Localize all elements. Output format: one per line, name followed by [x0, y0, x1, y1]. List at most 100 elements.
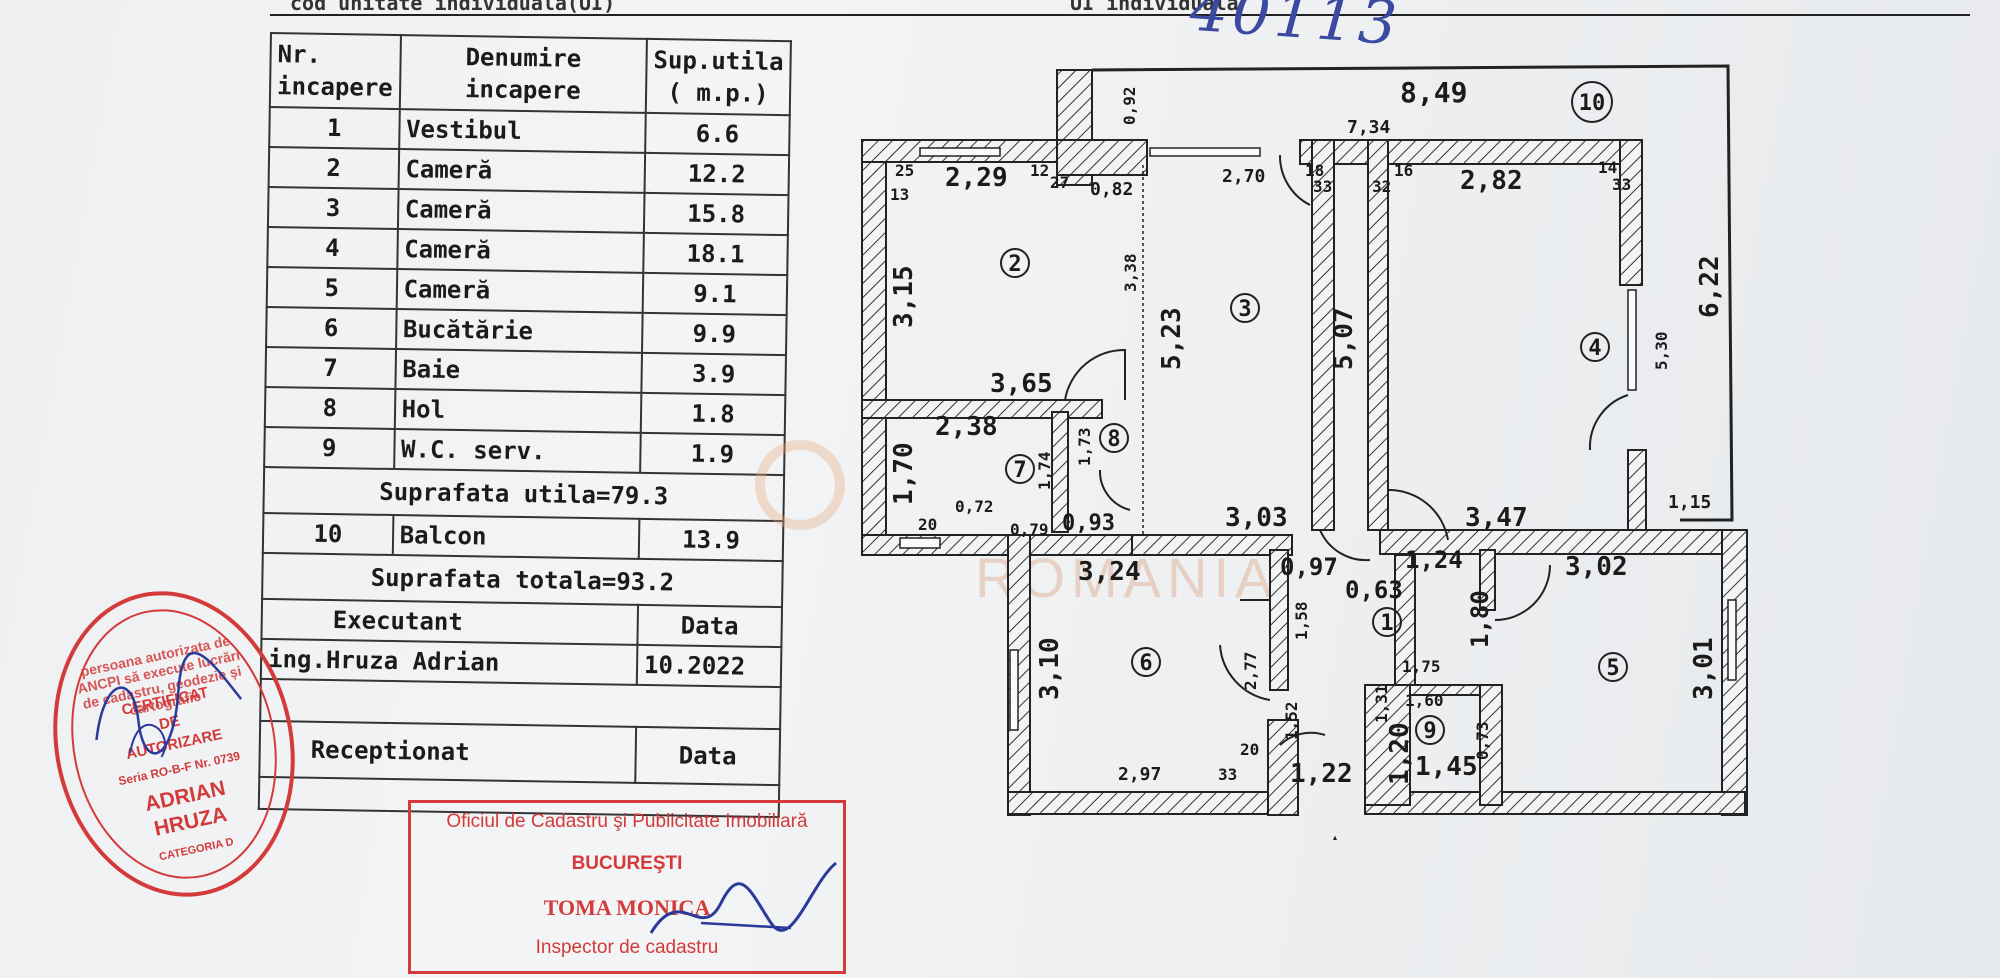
- room-8-label: 8: [1107, 427, 1120, 452]
- room-2-label: 2: [1008, 252, 1021, 277]
- stamp-city: BUCUREŞTI: [571, 853, 683, 874]
- signature-scribble: [95, 652, 243, 758]
- row-area: 9.9: [641, 312, 787, 356]
- row-nr: 9: [264, 426, 395, 469]
- header-name: Denumire incapere: [399, 35, 647, 113]
- header-area: Sup.utila ( m.p.): [645, 38, 791, 116]
- row-area: 15.8: [643, 192, 789, 236]
- dim-label: 0,92: [1120, 86, 1139, 125]
- balcon-name: Balcon: [392, 514, 640, 559]
- dim-label: 1,73: [1075, 427, 1094, 466]
- dim-label: 33: [1313, 177, 1332, 196]
- executant-name: ing.Hruza Adrian: [260, 638, 638, 685]
- entrance-arrow: [1332, 835, 1338, 840]
- dim-label: 0,82: [1090, 179, 1133, 200]
- windows: [899, 147, 1737, 731]
- dim-label: 27: [1050, 173, 1069, 192]
- dim-label: 3,02: [1565, 552, 1628, 582]
- dim-label: 1,80: [1466, 590, 1494, 648]
- row-name: Bucătărie: [395, 309, 643, 353]
- dim-label: 1,52: [1282, 701, 1301, 740]
- receptionat-row: Receptionat Data: [259, 720, 781, 786]
- row-name: Cameră: [396, 269, 644, 313]
- dim-label: 33: [1612, 175, 1631, 194]
- suprafata-utila-row: Suprafata utila=79.3: [263, 466, 785, 522]
- row-nr: 2: [268, 147, 399, 190]
- row-name: Hol: [394, 389, 642, 433]
- dim-label: 2,77: [1241, 651, 1260, 690]
- dim-label: 16: [1394, 161, 1413, 180]
- dim-label: 14: [1598, 158, 1617, 177]
- dim-label: 1,58: [1292, 601, 1311, 640]
- row-name: Baie: [395, 349, 642, 393]
- stamp-inspector-name: TOMA MONICA: [543, 895, 711, 920]
- row-nr: 4: [267, 226, 398, 270]
- stamp-office: Oficiul de Cadastru şi Publicitate Imobi…: [446, 811, 808, 832]
- dim-label: 3,47: [1465, 503, 1528, 533]
- dim-label: 12: [1030, 161, 1049, 180]
- row-nr: 1: [269, 107, 400, 150]
- dim-label: 3,01: [1689, 637, 1719, 700]
- table-header-row: Nr. incapere Denumire incapere Sup.utila…: [269, 33, 791, 116]
- room-9-label: 9: [1423, 719, 1436, 744]
- dim-label: 0,72: [955, 497, 994, 516]
- dim-label: 13: [890, 185, 909, 204]
- executant-label: Executant: [261, 598, 639, 645]
- executant-data-label: Data: [637, 604, 783, 648]
- balcony-outline: [1091, 64, 1734, 522]
- dim-label: 6,22: [1695, 255, 1725, 318]
- row-name: Cameră: [396, 229, 644, 273]
- room-10-label: 10: [1579, 91, 1606, 116]
- row-area: 12.2: [644, 152, 790, 196]
- dim-label: 18: [1305, 161, 1324, 180]
- dim-label: 1,74: [1035, 451, 1054, 490]
- dim-label: 32: [1372, 177, 1391, 196]
- dimension-labels: 8,49 7,34 0,92 2,29 25 13 12 27 0,82 2,7…: [889, 76, 1725, 789]
- row-name: W.C. serv.: [393, 429, 641, 473]
- stamp-inspector-title: Inspector de cadastru: [535, 937, 719, 958]
- dim-label: 8,49: [1400, 76, 1467, 109]
- dim-label: 2,82: [1460, 166, 1523, 196]
- authorization-stamp: persoana autorizata de ANCPI să execute …: [25, 568, 323, 920]
- row-nr: 7: [265, 346, 396, 390]
- dim-label: 20: [918, 515, 937, 534]
- header-nr: Nr. incapere: [269, 33, 401, 110]
- header-strip-left: cod unitate individuala(UI): [290, 0, 616, 15]
- row-nr: 8: [264, 386, 396, 430]
- dim-label: 1,20: [1385, 722, 1415, 785]
- dim-label: 0,97: [1280, 553, 1338, 581]
- dim-label: 7,34: [1347, 117, 1391, 138]
- dim-label: 3,10: [1035, 637, 1065, 700]
- cadastre-office-stamp: Oficiul de Cadastru şi Publicitate Imobi…: [408, 800, 846, 974]
- row-nr: 5: [266, 266, 397, 310]
- dim-label: 25: [895, 161, 914, 180]
- suprafata-totala-row: Suprafata totala=93.2: [262, 552, 783, 608]
- row-area: 3.9: [641, 352, 786, 396]
- dim-label: 1,70: [889, 442, 919, 505]
- row-name: Vestibul: [398, 109, 646, 153]
- dim-label: 33: [1218, 765, 1237, 784]
- row-name: Cameră: [397, 189, 645, 233]
- dim-label: 1,31: [1372, 684, 1391, 723]
- suprafata-totala: Suprafata totala=93.2: [262, 552, 783, 608]
- row-name: Cameră: [398, 149, 646, 193]
- dim-label: 1,45: [1415, 752, 1478, 782]
- receptionat-label: Receptionat: [259, 720, 637, 783]
- dim-label: 3,15: [889, 265, 919, 328]
- room-3-label: 3: [1238, 297, 1251, 322]
- suprafata-utila: Suprafata utila=79.3: [263, 466, 785, 522]
- room-markers: [1000, 81, 1628, 745]
- dim-label: 3,24: [1078, 557, 1141, 587]
- door-swings: [1064, 154, 1629, 746]
- dim-label: 1,15: [1668, 492, 1711, 513]
- row-area: 9.1: [642, 272, 788, 316]
- dim-label: 1,75: [1402, 657, 1441, 676]
- dim-label: 1,22: [1290, 759, 1353, 789]
- dim-label: 3,38: [1121, 253, 1140, 292]
- room-4-label: 4: [1588, 336, 1601, 361]
- dim-label: 0,63: [1345, 576, 1403, 604]
- dim-label: 20: [1240, 740, 1259, 759]
- row-area: 18.1: [643, 232, 788, 276]
- header-strip: cod unitate individuala(UI) UI individua…: [270, 0, 1970, 16]
- dim-label: 5,30: [1652, 331, 1671, 370]
